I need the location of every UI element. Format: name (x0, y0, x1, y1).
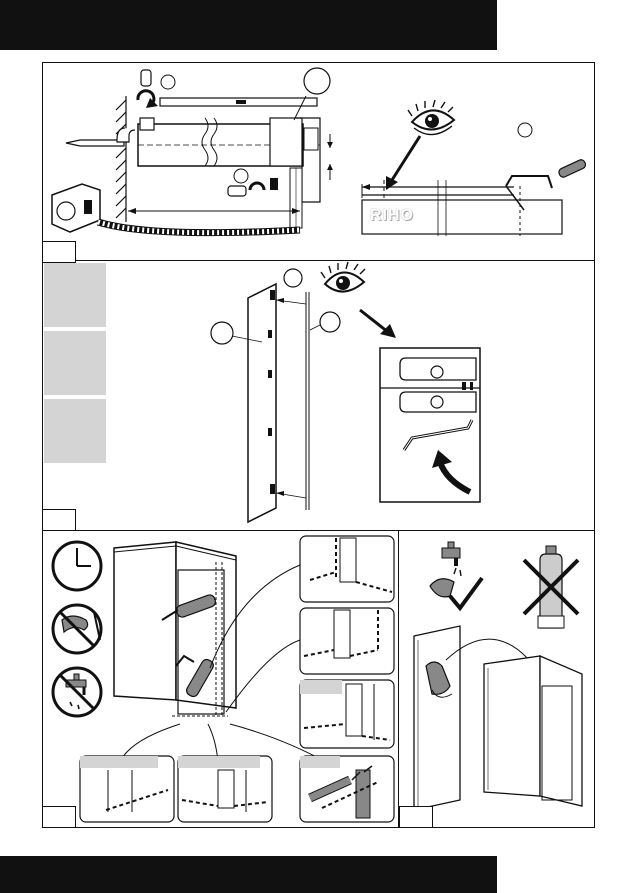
measuring-tape-icon (52, 184, 300, 233)
step-4-number-box (399, 806, 433, 828)
wall-left (116, 96, 126, 222)
step-3-panel (42, 531, 399, 828)
wall-anchor (66, 140, 124, 146)
info-box-1 (44, 263, 106, 327)
screw-top (141, 70, 151, 86)
footer-bar (0, 856, 497, 893)
info-box-2 (44, 331, 106, 395)
info-box-3 (44, 399, 106, 463)
step-4-panel (399, 531, 595, 828)
step-2-panel (42, 261, 595, 531)
brand-label: RIHO (370, 207, 414, 225)
eye-icon (408, 100, 454, 135)
step-2-number-box (42, 509, 76, 531)
step-3-number-box (42, 806, 76, 828)
